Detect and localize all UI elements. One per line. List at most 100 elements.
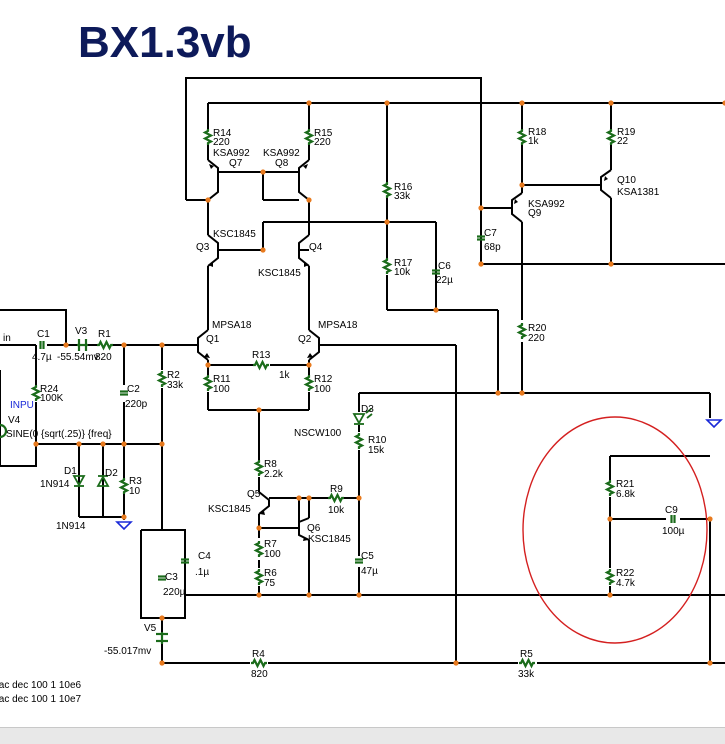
diodes <box>72 408 373 487</box>
label-c9-value: 100µ <box>662 526 685 537</box>
label-r24-name: R24 <box>40 384 59 395</box>
label-r6-name: R6 <box>264 568 277 579</box>
junction-dot <box>607 516 613 522</box>
label-r1-value: 820 <box>95 352 112 363</box>
label-q9-model: KSA992 <box>528 199 565 210</box>
label-r7-name: R7 <box>264 539 277 550</box>
label-r14-value: 220 <box>213 137 230 148</box>
label-d1-model: 1N914 <box>40 479 70 490</box>
component-labels: R14 220 R15 220 KSA992 Q7 KSA992 Q8 KSC1… <box>0 127 685 705</box>
label-d2-name: D2 <box>105 468 118 479</box>
label-r16-value: 33k <box>394 191 411 202</box>
resistor-r1 <box>95 340 115 350</box>
label-c2-value: 220p <box>125 399 148 410</box>
label-c5-name: C5 <box>361 551 374 562</box>
wires <box>0 77 725 664</box>
resistor-r3 <box>119 476 129 496</box>
resistor-r24 <box>31 383 41 403</box>
label-in: in <box>3 333 11 344</box>
junction-dot <box>306 100 312 106</box>
label-c1-name: C1 <box>37 329 50 340</box>
junction-dot <box>260 247 266 253</box>
ground-icon <box>116 521 132 530</box>
junction-dot <box>384 219 390 225</box>
label-r18-value: 1k <box>528 136 540 147</box>
resistor-r15 <box>304 127 314 147</box>
label-v5-value: -55.017mv <box>104 646 151 657</box>
capacitor-c9 <box>670 513 676 525</box>
resistor-r17 <box>382 256 392 276</box>
label-r15-name: R15 <box>314 128 333 139</box>
label-r5-value: 33k <box>518 669 535 680</box>
label-r10-name: R10 <box>368 435 387 446</box>
junction-dot <box>121 342 127 348</box>
junction-dot <box>159 342 165 348</box>
label-q8-model: KSA992 <box>263 148 300 159</box>
resistor-r11 <box>203 373 213 393</box>
junction-dot <box>356 495 362 501</box>
resistor-r6 <box>254 567 264 587</box>
source-v4 <box>0 423 8 439</box>
resistors <box>31 127 616 668</box>
label-r11-name: R11 <box>213 374 231 385</box>
resistor-r20 <box>517 321 527 341</box>
label-c5-value: 47µ <box>361 566 378 577</box>
label-r22-value: 4.7k <box>616 578 636 589</box>
label-r8-name: R8 <box>264 459 277 470</box>
label-r13-value: 1k <box>279 370 291 381</box>
label-c6-name: C6 <box>438 261 451 272</box>
label-c6-value: 22µ <box>436 275 453 286</box>
ground-icon <box>706 419 722 428</box>
label-r5-name: R5 <box>520 649 533 660</box>
label-d1-name: D1 <box>64 466 77 477</box>
label-r9-name: R9 <box>330 484 343 495</box>
label-q10-name: Q10 <box>617 175 636 186</box>
label-r19-name: R19 <box>617 127 636 138</box>
label-q2-name: Q2 <box>298 334 312 345</box>
label-q3-name: Q3 <box>196 242 210 253</box>
junction-dot <box>453 660 459 666</box>
label-q5-name: Q5 <box>247 489 261 500</box>
source-v3 <box>77 339 88 351</box>
label-q3-model: KSC1845 <box>213 229 256 240</box>
label-c4-value: .1µ <box>195 567 209 578</box>
junction-dot <box>608 100 614 106</box>
label-q7-name: Q7 <box>229 158 243 169</box>
label-d3-name: D3 <box>361 404 374 415</box>
label-q6-name: Q6 <box>307 523 321 534</box>
label-r3-value: 10 <box>129 486 141 497</box>
label-v4-name: V4 <box>8 415 21 426</box>
resistor-r5 <box>517 658 537 668</box>
junction-dot <box>306 197 312 203</box>
label-c9-name: C9 <box>665 505 678 516</box>
label-input: INPU <box>10 400 34 411</box>
junction-dot <box>306 592 312 598</box>
resistor-r13 <box>251 360 271 370</box>
junction-dot <box>519 100 525 106</box>
junction-dot <box>306 362 312 368</box>
label-c1-value: 4.7µ <box>32 352 52 363</box>
label-r24-value: 100K <box>40 393 64 404</box>
label-r10-value: 15k <box>368 445 385 456</box>
junction-dot <box>478 261 484 267</box>
highlight-ellipse <box>522 416 708 644</box>
directive-1: .ac dec 100 1 10e6 <box>0 680 82 691</box>
label-q9-name: Q9 <box>528 208 542 219</box>
label-q2-model: MPSA18 <box>318 320 358 331</box>
label-r20-value: 220 <box>528 333 545 344</box>
label-r17-name: R17 <box>394 258 413 269</box>
junction-dot <box>356 592 362 598</box>
label-d2-model: 1N914 <box>56 521 86 532</box>
junction-dot <box>519 390 525 396</box>
junction-dot <box>159 615 165 621</box>
label-q10-model: KSA1381 <box>617 187 660 198</box>
led-d3 <box>352 408 373 425</box>
label-r14-name: R14 <box>213 128 232 139</box>
junction-dot <box>205 197 211 203</box>
diode-d2 <box>96 475 110 487</box>
resistor-r18 <box>517 127 527 147</box>
junction-dot <box>121 441 127 447</box>
junction-dot <box>256 407 262 413</box>
label-v3-value: -55.54mv <box>57 352 99 363</box>
